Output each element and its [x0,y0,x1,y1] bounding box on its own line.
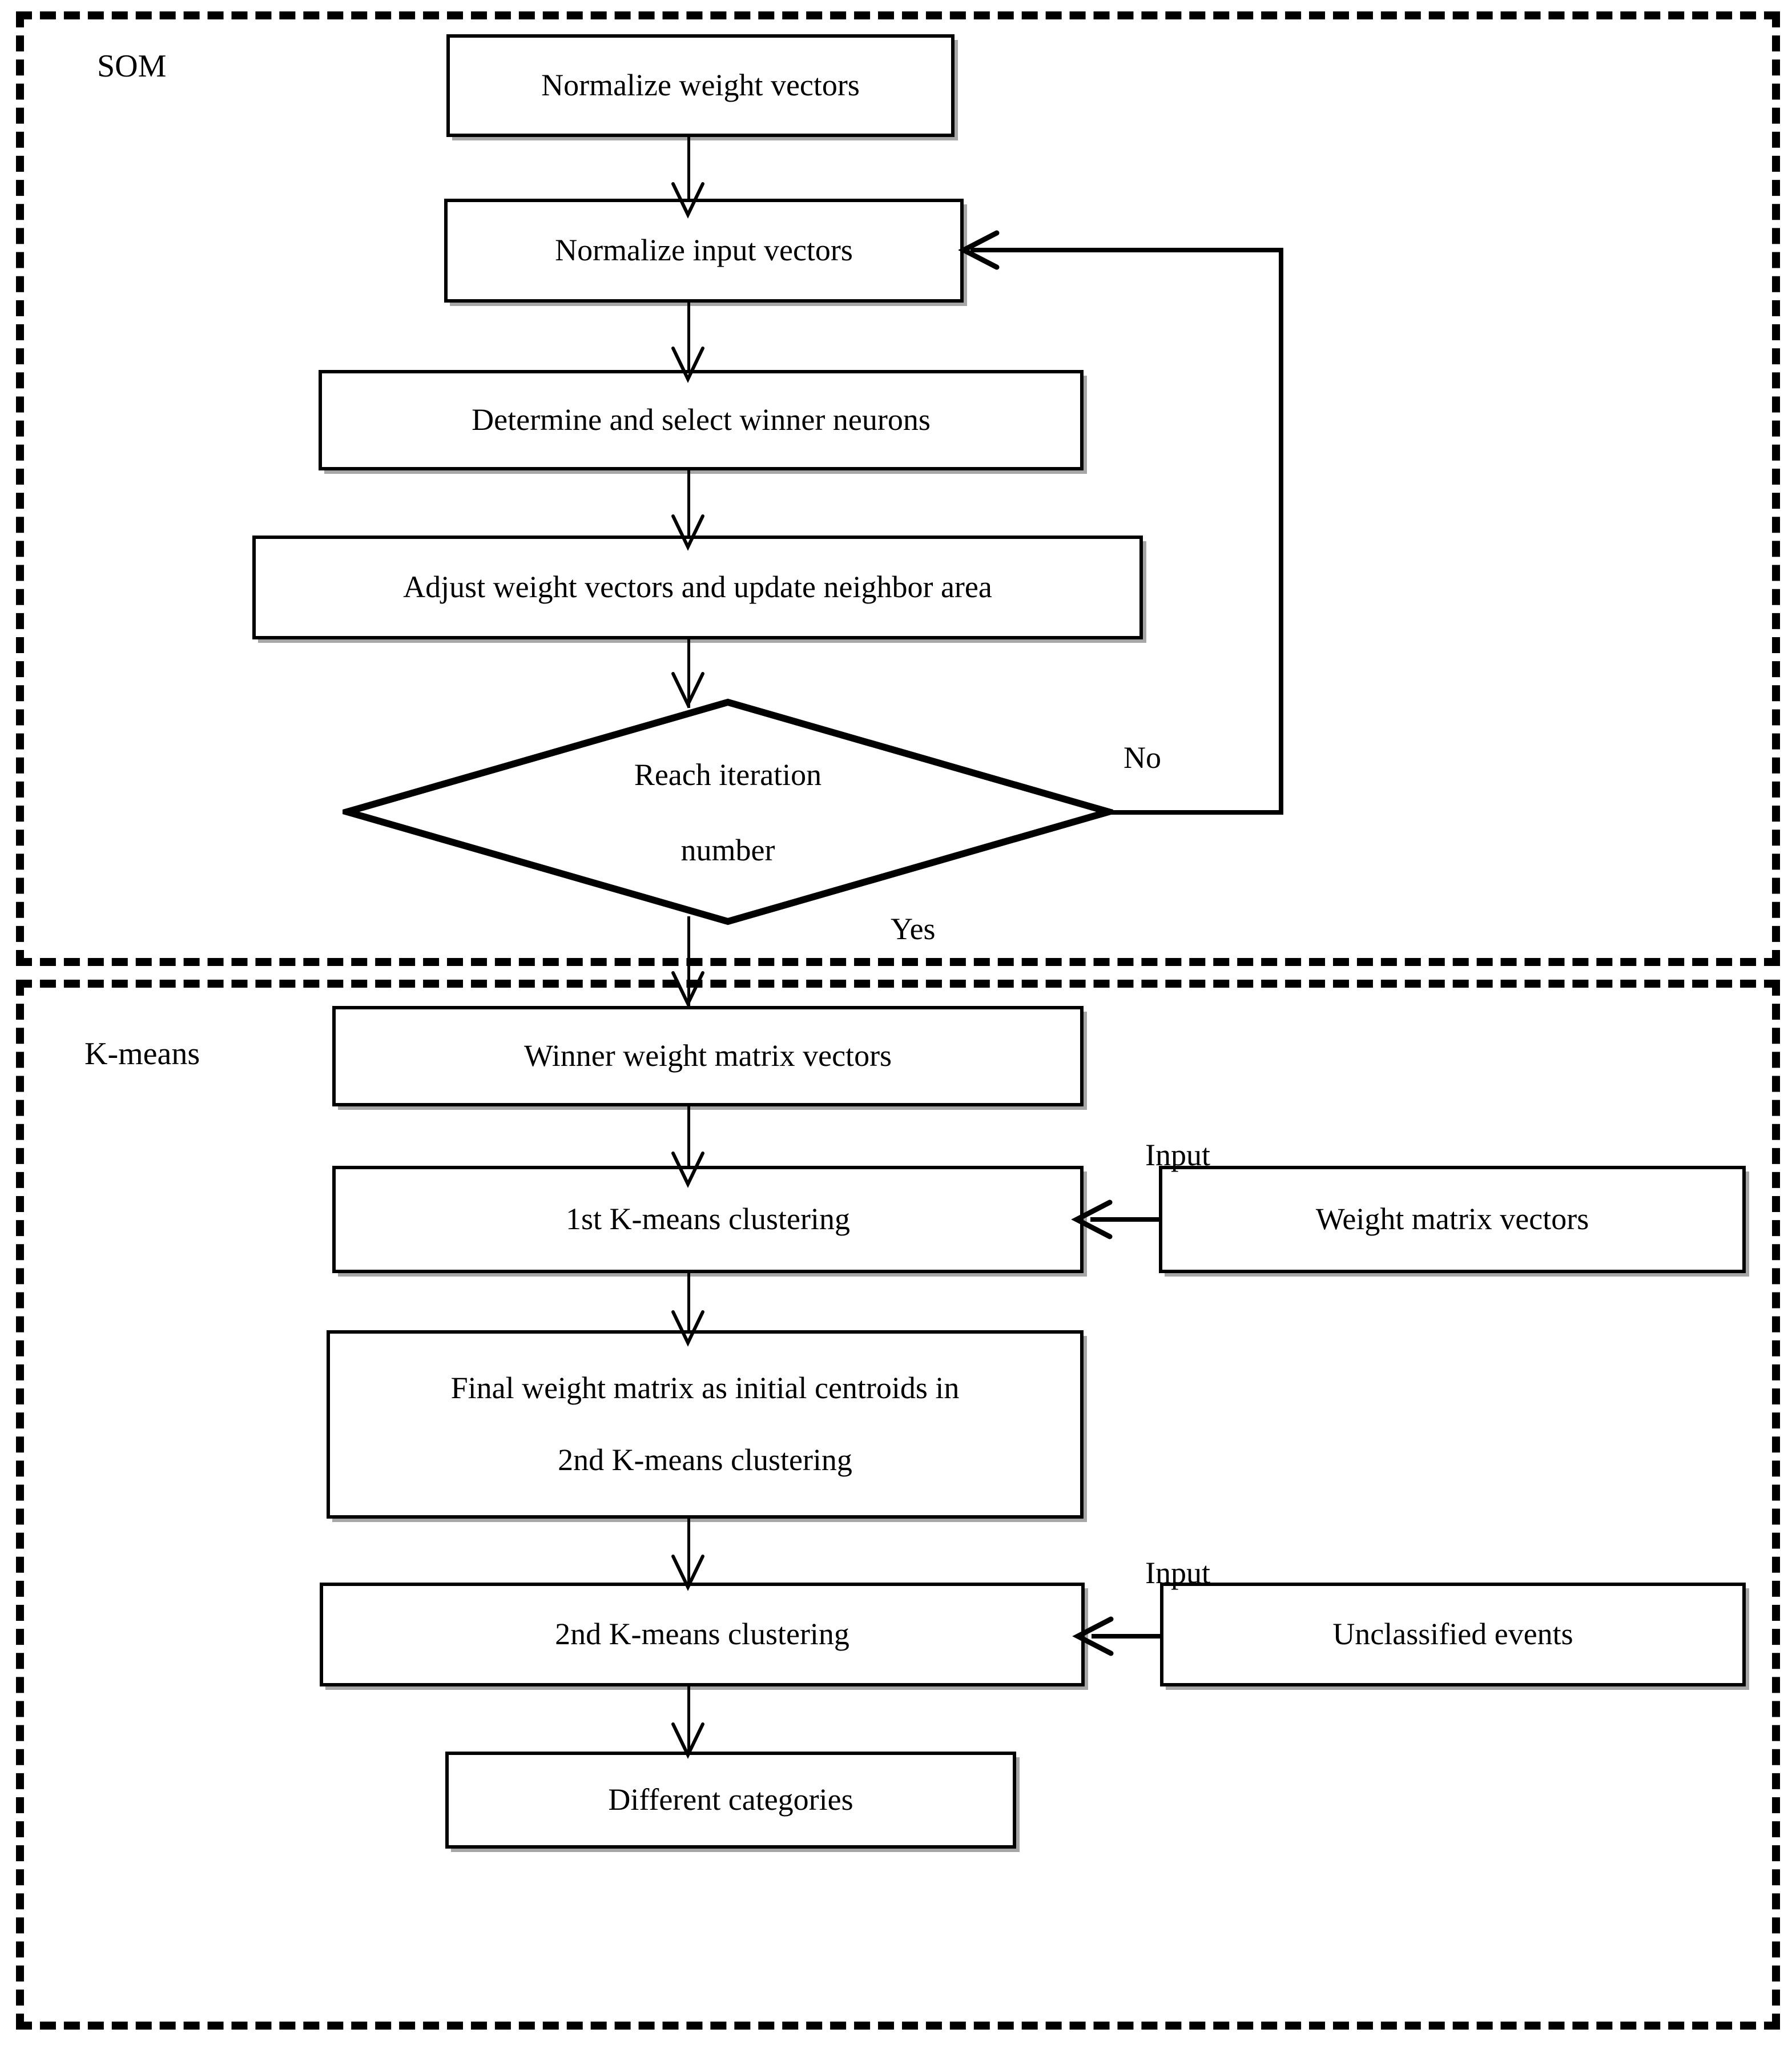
node-label: 1st K-means clustering [566,1202,850,1237]
node-final-weight-matrix-centroids[interactable]: Final weight matrix as initial centroids… [327,1330,1084,1519]
edge-first-kmeans-to-final-weight [687,1273,690,1342]
arrow-down-icon [671,1555,705,1591]
node-adjust-weight-vectors[interactable]: Adjust weight vectors and update neighbo… [252,536,1143,639]
edge-winner-to-first-kmeans [687,1106,690,1181]
edge-label-no: No [1123,740,1161,775]
node-label: Weight matrix vectors [1315,1202,1589,1237]
node-label: Adjust weight vectors and update neighbo… [403,570,992,605]
node-normalize-weight-vectors[interactable]: Normalize weight vectors [446,34,955,137]
node-normalize-input-vectors[interactable]: Normalize input vectors [444,199,964,303]
node-label-line1: Final weight matrix as initial centroids… [450,1371,960,1406]
edge-label-yes: Yes [891,912,936,946]
som-region-frame [16,11,1780,966]
node-label: Determine and select winner neurons [472,402,931,437]
node-first-kmeans-clustering[interactable]: 1st K-means clustering [332,1166,1084,1273]
node-label: Normalize weight vectors [541,68,860,103]
edge-normalize-weight-to-input [687,137,690,206]
node-second-kmeans-clustering[interactable]: 2nd K-means clustering [320,1583,1085,1686]
arrow-down-icon [671,347,705,383]
node-label: Winner weight matrix vectors [523,1038,892,1073]
arrow-left-icon [958,230,1000,272]
edge-yes-vertical [687,916,690,1008]
arrow-left-icon [1071,1199,1113,1241]
som-region-label: SOM [97,49,167,84]
decision-label-line2: number [680,833,775,867]
edge-no-horizontal-out [1102,810,1283,815]
edge-weight-matrix-input [1090,1217,1159,1222]
node-winner-weight-matrix-vectors[interactable]: Winner weight matrix vectors [332,1006,1084,1106]
kmeans-region-frame [16,980,1780,2030]
kmeans-region-label: K-means [84,1036,200,1072]
edge-no-horizontal-in [971,248,1282,252]
node-determine-winner-neurons[interactable]: Determine and select winner neurons [319,370,1084,470]
arrow-left-icon [1072,1616,1114,1658]
edge-label-input-unclassified: Input [1145,1556,1210,1590]
node-different-categories[interactable]: Different categories [445,1752,1016,1849]
arrow-down-icon [671,672,705,708]
arrow-down-icon [671,514,705,551]
arrow-down-icon [671,1310,705,1347]
edge-determine-to-adjust [687,470,690,545]
decision-label-line1: Reach iteration [634,758,822,792]
arrow-down-icon [671,1152,705,1188]
edge-no-vertical [1279,248,1283,812]
edge-adjust-to-decision [687,639,690,708]
edge-label-input-weight-matrix: Input [1145,1138,1210,1172]
edge-second-kmeans-to-categories [687,1686,690,1756]
diamond-shape-icon [343,698,1113,925]
node-reach-iteration-number[interactable]: Reach iteration number [343,698,1113,926]
edge-normalize-input-to-determine [687,303,690,377]
node-label: Normalize input vectors [555,233,853,268]
arrow-down-icon [671,971,705,1008]
node-label-line2: 2nd K-means clustering [558,1443,852,1477]
node-label: 2nd K-means clustering [555,1617,849,1652]
edge-unclassified-input [1092,1634,1160,1639]
node-weight-matrix-vectors[interactable]: Weight matrix vectors [1159,1166,1746,1273]
node-unclassified-events[interactable]: Unclassified events [1160,1583,1746,1686]
node-label: Unclassified events [1332,1617,1573,1652]
edge-final-weight-to-second-kmeans [687,1519,690,1588]
arrow-down-icon [671,182,705,219]
node-label: Different categories [608,1782,853,1817]
arrow-down-icon [671,1722,705,1759]
